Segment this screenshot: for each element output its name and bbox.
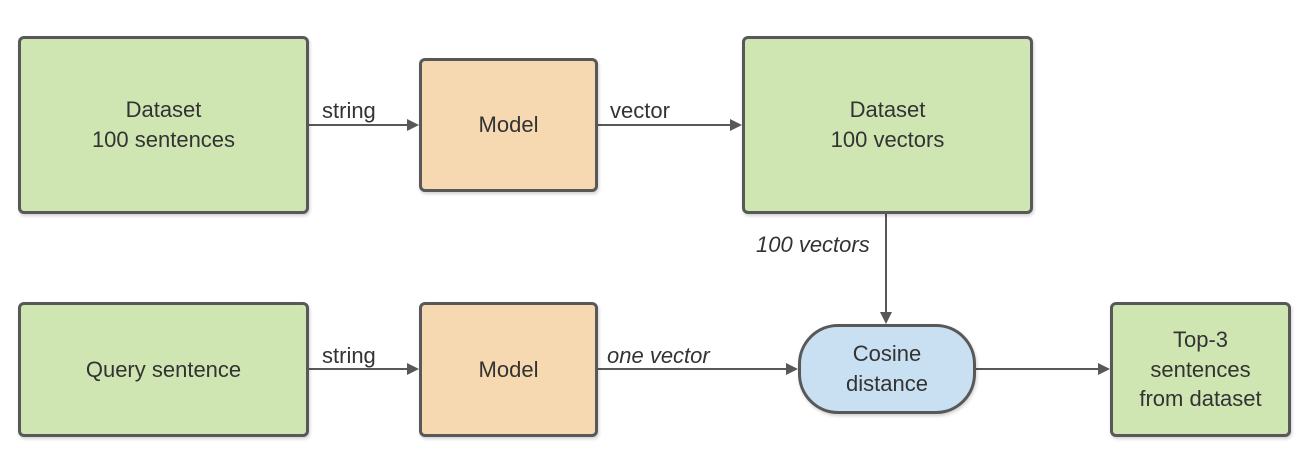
- edge-label-one-vector: one vector: [607, 343, 710, 368]
- model-bottom-box: Model: [419, 302, 598, 437]
- dataset-sentences-box: Dataset 100 sentences: [18, 36, 309, 214]
- cosine-distance-label: Cosine distance: [846, 341, 928, 396]
- model-top-box: Model: [419, 58, 598, 192]
- edge-label-100-vectors: 100 vectors: [756, 232, 870, 257]
- edge-label-vector-top: vector: [610, 98, 670, 123]
- dataset-vectors-box: Dataset 100 vectors: [742, 36, 1033, 214]
- query-sentence-label: Query sentence: [85, 356, 242, 382]
- model-bottom-label: Model: [478, 356, 539, 382]
- top3-label: Top-3 sentences from dataset: [1139, 326, 1262, 412]
- edge-label-string-bottom: string: [322, 343, 376, 368]
- top3-box: Top-3 sentences from dataset: [1110, 302, 1291, 437]
- query-sentence-box: Query sentence: [18, 302, 309, 437]
- dataset-sentences-label: Dataset 100 sentences: [91, 97, 236, 152]
- dataset-vectors-label: Dataset 100 vectors: [830, 97, 945, 152]
- model-top-label: Model: [478, 112, 539, 138]
- cosine-distance-node: Cosine distance: [798, 324, 976, 414]
- edge-label-string-top: string: [322, 98, 376, 123]
